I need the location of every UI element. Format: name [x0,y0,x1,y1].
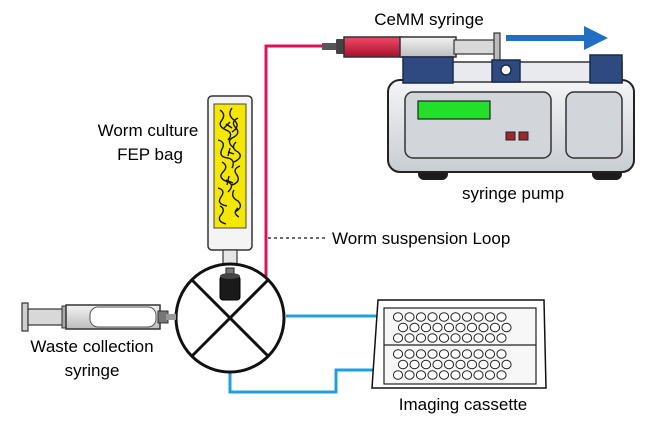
well [438,333,450,343]
well [455,322,466,333]
well [484,312,496,322]
well [415,333,427,343]
well [473,370,484,380]
well [409,322,420,333]
well [404,370,415,380]
well [455,359,466,370]
well [484,370,496,380]
well [484,349,496,359]
well [496,312,507,322]
well [415,312,427,322]
well-plate-cassette-icon [371,299,547,389]
well [427,349,438,359]
well [415,370,427,380]
label-waste-collection-line1: Waste collection [30,337,153,356]
well [478,359,489,370]
label-cemm-syringe: CeMM syringe [374,10,484,29]
well [450,312,461,322]
syringe-pump-icon [387,54,635,180]
well [473,333,484,343]
well [392,349,404,359]
well [450,333,461,343]
well [404,333,415,343]
well [427,312,438,322]
well [438,370,450,380]
label-worm-culture-line1: Worm culture [98,121,199,140]
fep-bag-icon [207,95,253,269]
label-syringe-pump: syringe pump [462,184,564,203]
well [397,322,409,333]
well-grid [392,312,512,380]
flow-direction-arrow-icon [506,26,608,50]
blue-tubing [228,314,380,394]
well [409,359,420,370]
label-worm-suspension-loop: Worm suspension Loop [332,229,510,248]
well [415,349,427,359]
well [501,322,512,333]
well [496,333,507,343]
well [443,322,455,333]
well [438,349,450,359]
well [473,349,484,359]
well [461,333,473,343]
well [466,322,478,333]
well [489,322,501,333]
worm-scribbles [217,107,242,225]
well [501,359,512,370]
waste-collection-syringe [21,302,176,332]
well [397,359,409,370]
well [404,349,415,359]
well [392,333,404,343]
well [450,349,461,359]
well [484,333,496,343]
four-way-valve-icon [174,262,286,374]
well [392,312,404,322]
well [496,349,507,359]
well [420,359,432,370]
label-imaging-cassette: Imaging cassette [399,395,528,414]
well [461,349,473,359]
well [496,370,507,380]
well [432,322,443,333]
well [466,359,478,370]
well [438,312,450,322]
well [392,370,404,380]
well [427,370,438,380]
well [427,333,438,343]
well [420,322,432,333]
well [443,359,455,370]
well [461,370,473,380]
well [461,312,473,322]
well [404,312,415,322]
well [450,370,461,380]
pink-tubing [264,44,325,280]
well [473,312,484,322]
well [478,322,489,333]
label-waste-collection-line2: syringe [65,361,120,380]
cemm-syringe [322,32,501,62]
well [432,359,443,370]
well [489,359,501,370]
label-worm-culture-line2: FEP bag [117,145,183,164]
